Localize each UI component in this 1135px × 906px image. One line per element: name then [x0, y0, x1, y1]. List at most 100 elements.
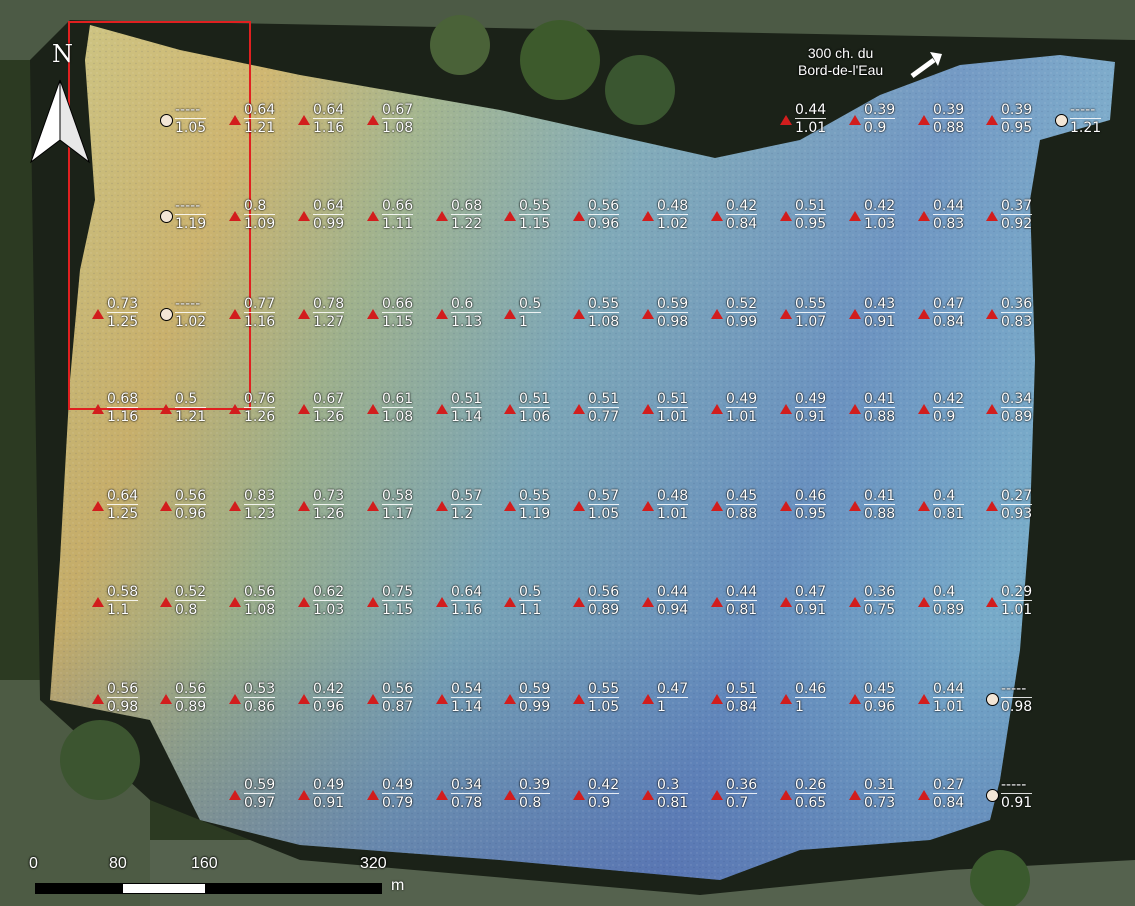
sample-triangle-marker[interactable] — [504, 211, 516, 221]
sample-triangle-marker[interactable] — [780, 115, 792, 125]
sample-dot-marker[interactable] — [1055, 114, 1068, 127]
sample-triangle-marker[interactable] — [918, 211, 930, 221]
sample-triangle-marker[interactable] — [229, 501, 241, 511]
sample-triangle-marker[interactable] — [436, 501, 448, 511]
sample-triangle-marker[interactable] — [367, 404, 379, 414]
sample-triangle-marker[interactable] — [229, 694, 241, 704]
sample-triangle-marker[interactable] — [92, 309, 104, 319]
sample-triangle-marker[interactable] — [918, 309, 930, 319]
sample-triangle-marker[interactable] — [780, 404, 792, 414]
sample-triangle-marker[interactable] — [642, 501, 654, 511]
sample-triangle-marker[interactable] — [642, 790, 654, 800]
sample-triangle-marker[interactable] — [780, 694, 792, 704]
sample-triangle-marker[interactable] — [436, 404, 448, 414]
sample-triangle-marker[interactable] — [367, 694, 379, 704]
sample-triangle-marker[interactable] — [298, 694, 310, 704]
sample-triangle-marker[interactable] — [849, 694, 861, 704]
sample-triangle-marker[interactable] — [849, 115, 861, 125]
sample-triangle-marker[interactable] — [229, 115, 241, 125]
sample-triangle-marker[interactable] — [918, 501, 930, 511]
sample-triangle-marker[interactable] — [711, 404, 723, 414]
sample-triangle-marker[interactable] — [986, 501, 998, 511]
sample-triangle-marker[interactable] — [918, 404, 930, 414]
sample-dot-marker[interactable] — [986, 789, 999, 802]
sample-triangle-marker[interactable] — [504, 309, 516, 319]
sample-triangle-marker[interactable] — [436, 211, 448, 221]
sample-triangle-marker[interactable] — [573, 309, 585, 319]
sample-triangle-marker[interactable] — [711, 597, 723, 607]
sample-triangle-marker[interactable] — [711, 309, 723, 319]
sample-triangle-marker[interactable] — [504, 597, 516, 607]
sample-triangle-marker[interactable] — [573, 404, 585, 414]
sample-triangle-marker[interactable] — [780, 309, 792, 319]
sample-triangle-marker[interactable] — [160, 597, 172, 607]
sample-triangle-marker[interactable] — [92, 404, 104, 414]
sample-triangle-marker[interactable] — [92, 597, 104, 607]
sample-triangle-marker[interactable] — [642, 211, 654, 221]
sample-triangle-marker[interactable] — [367, 211, 379, 221]
sample-triangle-marker[interactable] — [436, 694, 448, 704]
sample-triangle-marker[interactable] — [298, 309, 310, 319]
sample-triangle-marker[interactable] — [92, 501, 104, 511]
sample-triangle-marker[interactable] — [229, 597, 241, 607]
sample-triangle-marker[interactable] — [229, 211, 241, 221]
sample-triangle-marker[interactable] — [160, 501, 172, 511]
sample-triangle-marker[interactable] — [849, 501, 861, 511]
sample-triangle-marker[interactable] — [367, 790, 379, 800]
sample-triangle-marker[interactable] — [986, 211, 998, 221]
sample-triangle-marker[interactable] — [504, 404, 516, 414]
sample-dot-marker[interactable] — [160, 114, 173, 127]
sample-triangle-marker[interactable] — [229, 309, 241, 319]
sample-triangle-marker[interactable] — [711, 211, 723, 221]
sample-triangle-marker[interactable] — [367, 115, 379, 125]
sample-triangle-marker[interactable] — [298, 597, 310, 607]
sample-dot-marker[interactable] — [986, 693, 999, 706]
sample-triangle-marker[interactable] — [367, 501, 379, 511]
sample-triangle-marker[interactable] — [573, 501, 585, 511]
sample-triangle-marker[interactable] — [642, 597, 654, 607]
sample-triangle-marker[interactable] — [986, 115, 998, 125]
sample-triangle-marker[interactable] — [160, 694, 172, 704]
sample-triangle-marker[interactable] — [573, 694, 585, 704]
sample-triangle-marker[interactable] — [298, 404, 310, 414]
sample-triangle-marker[interactable] — [504, 790, 516, 800]
sample-triangle-marker[interactable] — [436, 790, 448, 800]
sample-triangle-marker[interactable] — [986, 404, 998, 414]
sample-triangle-marker[interactable] — [504, 694, 516, 704]
sample-triangle-marker[interactable] — [849, 211, 861, 221]
sample-triangle-marker[interactable] — [986, 309, 998, 319]
sample-triangle-marker[interactable] — [849, 790, 861, 800]
sample-dot-marker[interactable] — [160, 210, 173, 223]
sample-triangle-marker[interactable] — [436, 309, 448, 319]
sample-triangle-marker[interactable] — [711, 790, 723, 800]
sample-triangle-marker[interactable] — [642, 694, 654, 704]
sample-triangle-marker[interactable] — [160, 404, 172, 414]
sample-triangle-marker[interactable] — [849, 404, 861, 414]
sample-triangle-marker[interactable] — [849, 309, 861, 319]
sample-triangle-marker[interactable] — [918, 790, 930, 800]
sample-triangle-marker[interactable] — [780, 790, 792, 800]
sample-triangle-marker[interactable] — [849, 597, 861, 607]
sample-triangle-marker[interactable] — [780, 501, 792, 511]
sample-triangle-marker[interactable] — [918, 694, 930, 704]
sample-triangle-marker[interactable] — [986, 597, 998, 607]
sample-triangle-marker[interactable] — [367, 597, 379, 607]
sample-triangle-marker[interactable] — [918, 597, 930, 607]
sample-triangle-marker[interactable] — [918, 115, 930, 125]
sample-triangle-marker[interactable] — [573, 211, 585, 221]
sample-triangle-marker[interactable] — [504, 501, 516, 511]
sample-triangle-marker[interactable] — [642, 309, 654, 319]
sample-triangle-marker[interactable] — [780, 597, 792, 607]
sample-dot-marker[interactable] — [160, 308, 173, 321]
sample-triangle-marker[interactable] — [298, 211, 310, 221]
sample-triangle-marker[interactable] — [229, 790, 241, 800]
sample-triangle-marker[interactable] — [780, 211, 792, 221]
sample-triangle-marker[interactable] — [367, 309, 379, 319]
sample-triangle-marker[interactable] — [711, 694, 723, 704]
sample-triangle-marker[interactable] — [573, 597, 585, 607]
sample-triangle-marker[interactable] — [642, 404, 654, 414]
sample-triangle-marker[interactable] — [298, 115, 310, 125]
sample-triangle-marker[interactable] — [229, 404, 241, 414]
sample-triangle-marker[interactable] — [436, 597, 448, 607]
